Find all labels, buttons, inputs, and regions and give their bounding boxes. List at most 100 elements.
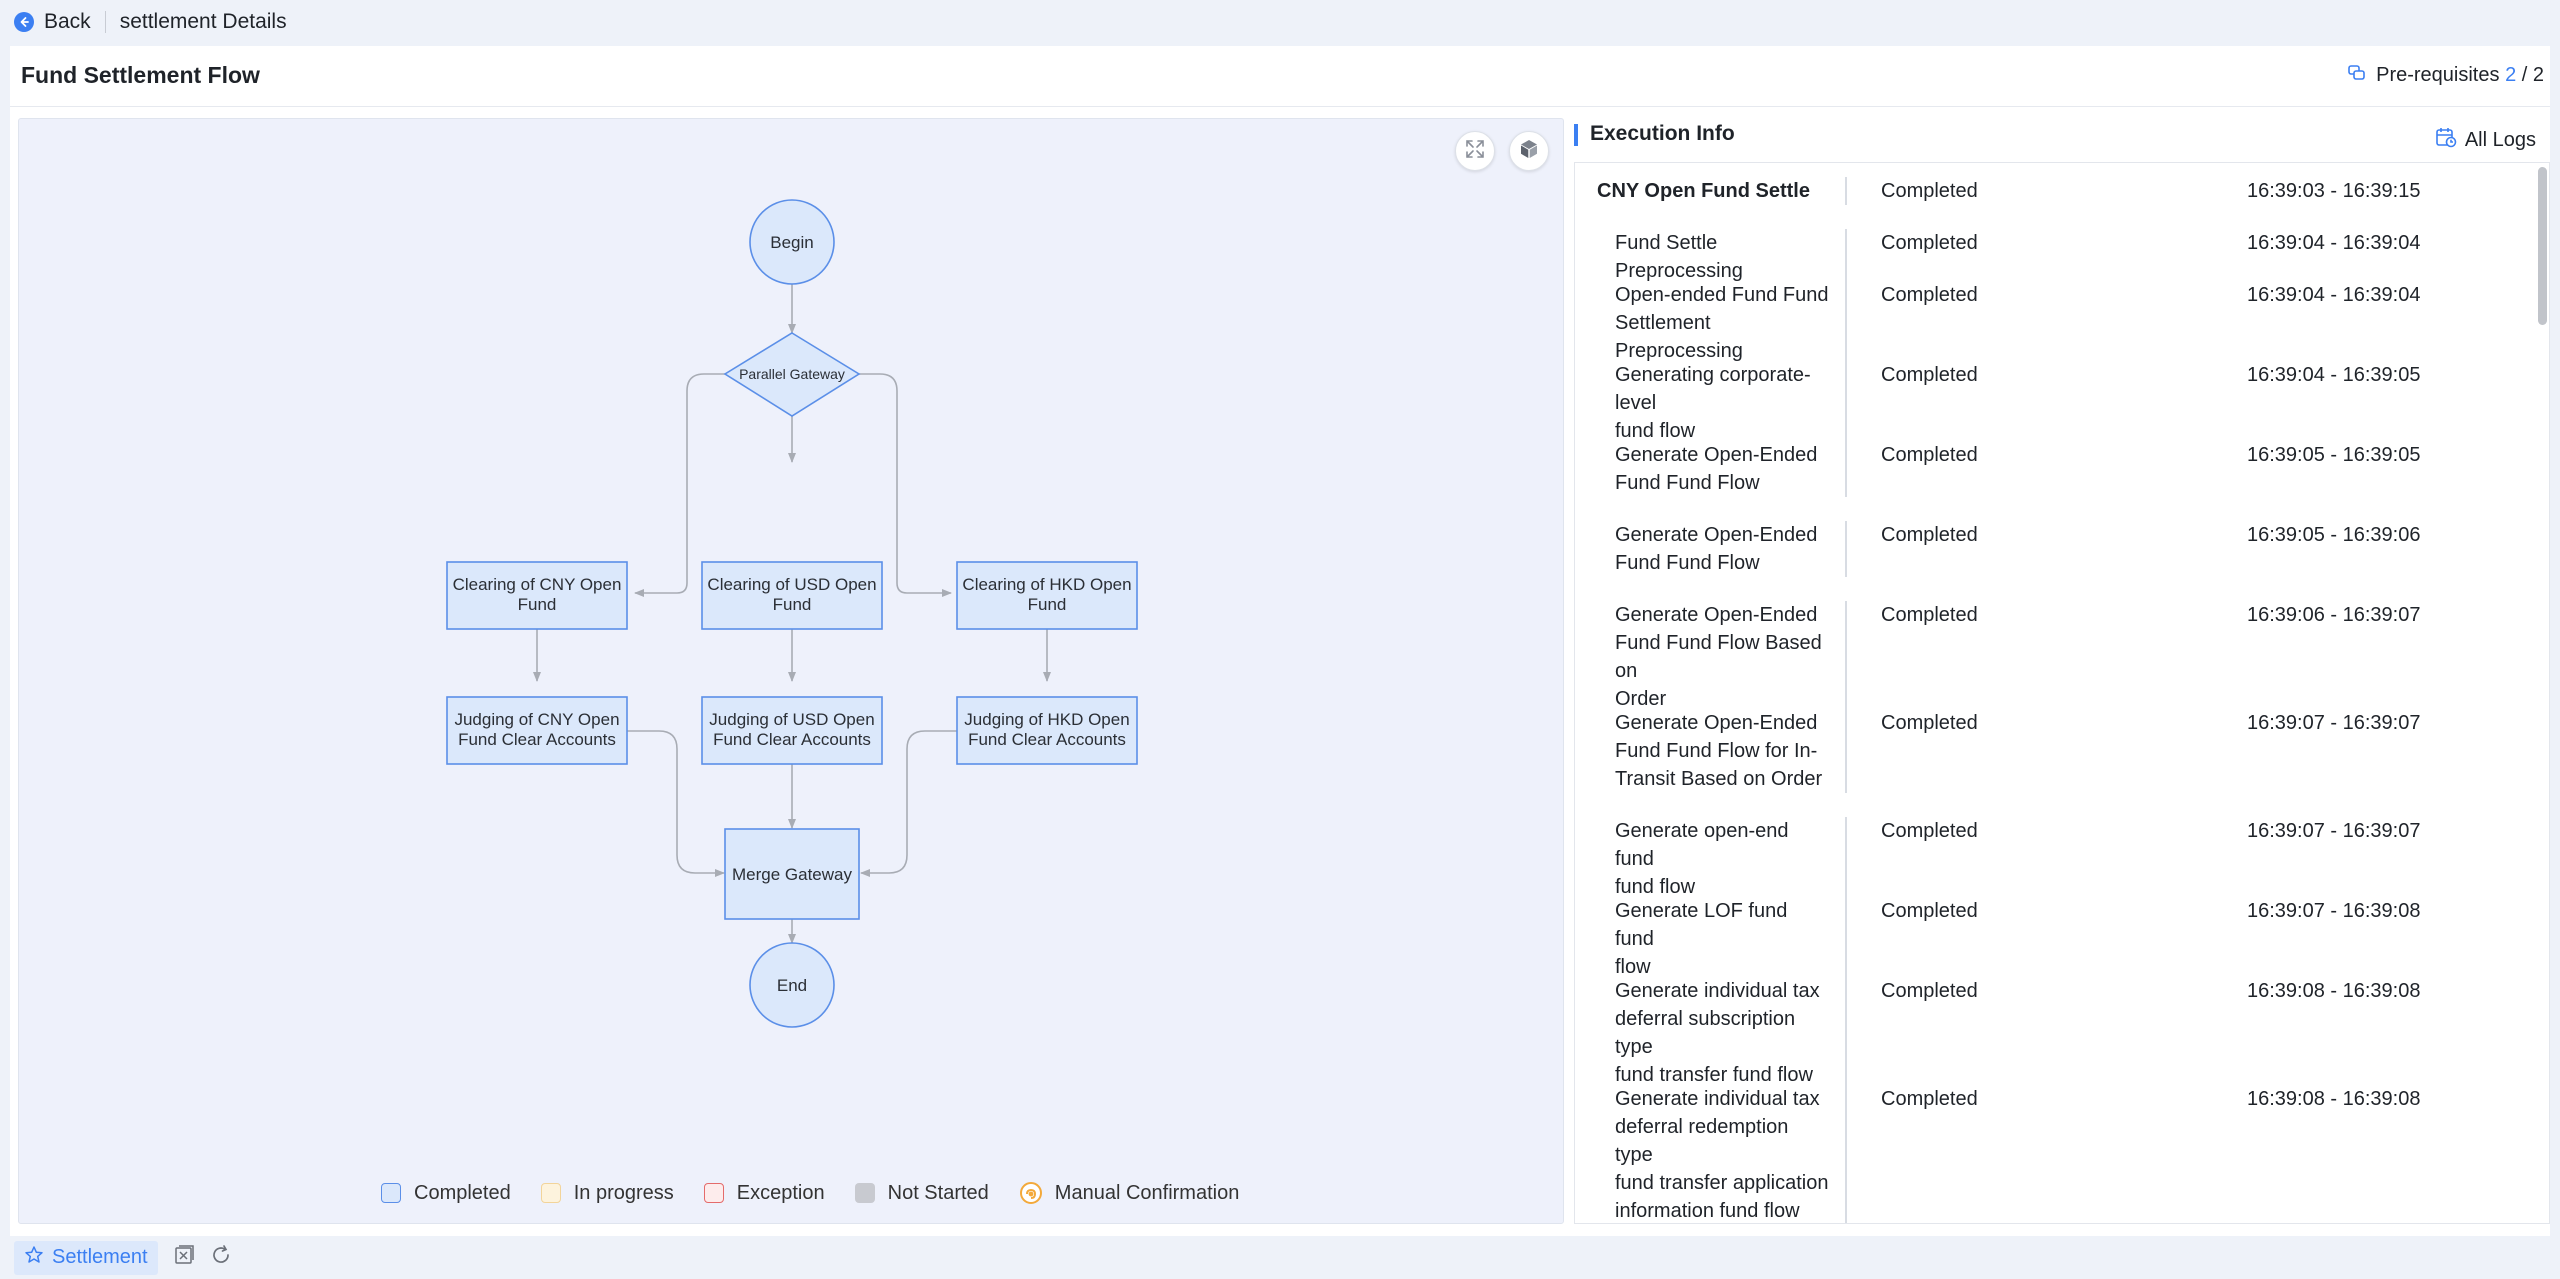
execution-step-time: 16:39:07 - 16:39:07 [2247, 820, 2421, 842]
title-divider [10, 106, 2550, 107]
execution-step-status: Completed [1881, 980, 1978, 1002]
tab-settlement[interactable]: Settlement [14, 1240, 158, 1275]
log-calendar-icon [2435, 126, 2457, 154]
execution-step-status: Completed [1881, 1088, 1978, 1110]
execution-step-name-line: fund flow [1615, 876, 1696, 898]
execution-step-time: 16:39:04 - 16:39:04 [2247, 232, 2421, 254]
execution-list-scrollbar[interactable] [2538, 165, 2547, 1221]
legend-not-started-swatch [854, 1183, 875, 1203]
legend-manual-confirmation: Manual Confirmation [1019, 1181, 1240, 1205]
node-judge-hkd-line1: Judging of HKD Open [964, 710, 1129, 729]
flow-diagram: Begin Parallel Gateway Clearing of CNY O… [446, 199, 1138, 1028]
execution-step-name-line: fund flow [1615, 420, 1696, 442]
back-label: Back [44, 10, 91, 33]
arrow-left-icon [14, 12, 34, 32]
execution-step-name-line: Order [1615, 688, 1667, 710]
refresh-button[interactable] [210, 1244, 232, 1271]
node-judge-usd[interactable]: Judging of USD Open Fund Clear Accounts [701, 696, 883, 765]
execution-step-name-line: Generating corporate-level [1615, 364, 1811, 414]
node-end[interactable]: End [749, 942, 835, 1028]
execution-step-time: 16:39:05 - 16:39:06 [2247, 524, 2421, 546]
star-icon [24, 1245, 44, 1271]
all-logs-button[interactable]: All Logs [2435, 126, 2536, 154]
topbar-divider [104, 11, 106, 33]
execution-step-name: Generating corporate-level fund flow [1615, 361, 1847, 445]
refresh-icon [210, 1244, 232, 1271]
node-judge-hkd-line2: Fund Clear Accounts [968, 730, 1126, 749]
execution-step-time: 16:39:07 - 16:39:08 [2247, 900, 2421, 922]
legend-not-started: Not Started [854, 1181, 989, 1205]
link-icon [2348, 64, 2366, 87]
legend-completed-label: Completed [414, 1181, 511, 1204]
prerequisites-total: 2 [2532, 64, 2544, 86]
node-clear-hkd[interactable]: Clearing of HKD Open Fund [956, 561, 1138, 630]
tab-settlement-label: Settlement [52, 1246, 148, 1268]
execution-step-name: Generate individual tax deferral redempti… [1615, 1085, 1847, 1223]
close-tabs-button[interactable] [174, 1245, 194, 1270]
prerequisites-sep: / [2521, 64, 2528, 86]
prerequisites-link[interactable]: Pre-requisites 2 / 2 [2348, 64, 2544, 87]
all-logs-label: All Logs [2464, 128, 2536, 151]
execution-step-name-line: Generate individual tax [1615, 980, 1820, 1002]
bottom-bar: Settlement [0, 1236, 2560, 1279]
node-clear-cny[interactable]: Clearing of CNY Open Fund [446, 561, 628, 630]
section-accent-bar [1574, 124, 1578, 146]
main-card: Fund Settlement Flow Pre-requisites 2 / … [10, 46, 2550, 1236]
back-button[interactable]: Back [14, 10, 91, 34]
legend-exception-swatch [703, 1183, 724, 1203]
execution-step-name-line: Generate Open-Ended [1615, 712, 1818, 734]
execution-step-time: 16:39:06 - 16:39:07 [2247, 604, 2421, 626]
expand-icon [1464, 138, 1486, 165]
node-judge-cny-line2: Fund Clear Accounts [458, 730, 616, 749]
node-clear-cny-line2: Fund [518, 595, 557, 614]
legend-completed-swatch [381, 1183, 401, 1203]
execution-step-name-line: Generate Open-Ended [1615, 604, 1818, 626]
prerequisites-label: Pre-requisites [2376, 64, 2500, 86]
node-begin[interactable]: Begin [749, 199, 835, 285]
execution-step-status: Completed [1881, 604, 1978, 626]
legend-manual-confirmation-label: Manual Confirmation [1054, 1181, 1240, 1204]
node-begin-label: Begin [770, 233, 813, 252]
flow-edges [533, 284, 1051, 944]
execution-info-title: Execution Info [1590, 122, 1735, 145]
node-judge-cny[interactable]: Judging of CNY Open Fund Clear Accounts [446, 696, 628, 765]
node-clear-hkd-line1: Clearing of HKD Open [962, 575, 1131, 594]
fullscreen-button[interactable] [1455, 131, 1495, 171]
flow-canvas[interactable]: Begin Parallel Gateway Clearing of CNY O… [18, 118, 1564, 1224]
legend-in-progress: In progress [540, 1182, 674, 1205]
execution-step-name-line: deferral redemption type [1615, 1116, 1789, 1166]
node-merge-gateway-label: Merge Gateway [732, 865, 852, 884]
legend-exception-label: Exception [736, 1181, 825, 1204]
execution-step-name-line: Transit Based on Order [1615, 768, 1823, 790]
node-clear-usd[interactable]: Clearing of USD Open Fund [701, 561, 883, 630]
execution-step-status: Completed [1881, 820, 1978, 842]
execution-step-name-line: Generate individual tax [1615, 1088, 1820, 1110]
node-parallel-gateway-label: Parallel Gateway [739, 366, 845, 382]
execution-step-status: Completed [1881, 712, 1978, 734]
execution-step-name-line: Settlement Preprocessing [1615, 312, 1743, 362]
prerequisites-done: 2 [2505, 64, 2517, 86]
node-parallel-gateway[interactable]: Parallel Gateway [723, 332, 861, 417]
edge-parallel-to-cny [634, 373, 725, 597]
node-merge-gateway[interactable]: Merge Gateway [724, 828, 860, 920]
execution-step-name-line: Generate Open-Ended [1615, 444, 1818, 466]
node-judge-hkd[interactable]: Judging of HKD Open Fund Clear Accounts [956, 696, 1138, 765]
legend-completed: Completed [381, 1182, 511, 1205]
execution-step-name-line: Fund Fund Flow [1615, 552, 1760, 574]
3d-view-button[interactable] [1509, 131, 1549, 171]
edge-hkd-judge-to-merge [860, 730, 957, 877]
execution-step-time: 16:39:04 - 16:39:05 [2247, 364, 2421, 386]
execution-step-status: Completed [1881, 524, 1978, 546]
node-judge-usd-line1: Judging of USD Open [709, 710, 874, 729]
node-end-label: End [777, 976, 807, 995]
scrollbar-thumb[interactable] [2538, 167, 2547, 325]
node-clear-usd-line1: Clearing of USD Open [707, 575, 876, 594]
legend-not-started-label: Not Started [887, 1181, 989, 1204]
